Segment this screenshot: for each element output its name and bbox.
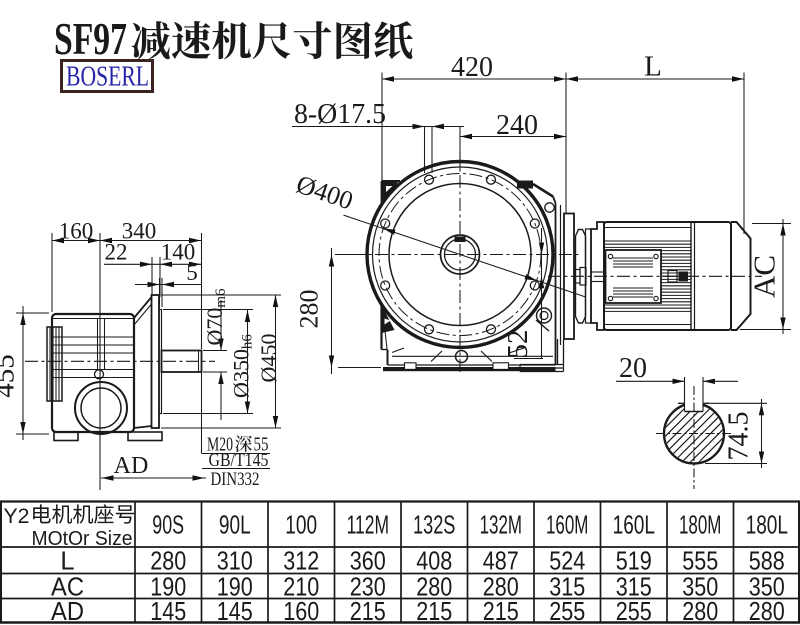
svg-text:160: 160 xyxy=(59,219,94,244)
svg-text:Ø450: Ø450 xyxy=(256,334,281,383)
svg-text:132M: 132M xyxy=(480,512,522,540)
svg-text:455: 455 xyxy=(0,354,21,398)
svg-text:420: 420 xyxy=(451,52,493,83)
svg-text:L: L xyxy=(644,51,662,83)
svg-text:8-Ø17.5: 8-Ø17.5 xyxy=(294,99,386,130)
svg-text:312: 312 xyxy=(283,548,319,576)
svg-text:Y2: Y2 xyxy=(4,504,30,528)
svg-text:20: 20 xyxy=(619,353,647,384)
svg-text:90L: 90L xyxy=(219,512,251,540)
svg-text:280: 280 xyxy=(749,598,785,625)
svg-text:280: 280 xyxy=(295,290,324,329)
svg-text:22: 22 xyxy=(105,240,128,265)
svg-text:160: 160 xyxy=(283,598,319,625)
svg-text:132S: 132S xyxy=(413,512,455,540)
svg-text:90S: 90S xyxy=(152,512,184,540)
svg-text:AC: AC xyxy=(51,574,84,602)
svg-text:350: 350 xyxy=(749,574,785,602)
svg-text:215: 215 xyxy=(416,598,452,625)
svg-text:GB/T145: GB/T145 xyxy=(209,450,269,471)
svg-text:160L: 160L xyxy=(613,512,655,540)
svg-text:588: 588 xyxy=(749,548,785,576)
svg-text:215: 215 xyxy=(350,598,386,625)
svg-text:55: 55 xyxy=(254,434,269,456)
svg-text:112M: 112M xyxy=(347,512,389,540)
svg-text:5: 5 xyxy=(186,260,198,285)
svg-text:315: 315 xyxy=(616,574,652,602)
svg-text:145: 145 xyxy=(150,598,186,625)
svg-text:524: 524 xyxy=(549,548,585,576)
svg-text:190: 190 xyxy=(217,574,253,602)
svg-text:52: 52 xyxy=(502,330,534,359)
svg-text:MOtOr Size: MOtOr Size xyxy=(32,527,133,550)
svg-text:350: 350 xyxy=(682,574,718,602)
svg-text:M20: M20 xyxy=(207,434,233,456)
svg-text:180L: 180L xyxy=(746,512,788,540)
svg-text:AD: AD xyxy=(114,453,149,479)
svg-text:190: 190 xyxy=(150,574,186,602)
svg-text:360: 360 xyxy=(350,548,386,576)
svg-text:519: 519 xyxy=(616,548,652,576)
svg-text:100: 100 xyxy=(285,512,317,540)
svg-text:555: 555 xyxy=(682,548,718,576)
svg-text:255: 255 xyxy=(616,598,652,625)
svg-text:180M: 180M xyxy=(679,512,721,540)
svg-text:140: 140 xyxy=(161,240,196,265)
svg-text:160M: 160M xyxy=(546,512,588,540)
svg-text:DIN332: DIN332 xyxy=(211,469,260,490)
svg-text:280: 280 xyxy=(416,574,452,602)
svg-text:340: 340 xyxy=(122,219,157,244)
svg-text:L: L xyxy=(60,548,74,576)
svg-text:408: 408 xyxy=(416,548,452,576)
svg-text:280: 280 xyxy=(483,574,519,602)
svg-text:210: 210 xyxy=(283,574,319,602)
svg-text:487: 487 xyxy=(483,548,519,576)
svg-text:310: 310 xyxy=(217,548,253,576)
svg-text:315: 315 xyxy=(549,574,585,602)
svg-text:BOSERL: BOSERL xyxy=(66,62,149,93)
svg-text:240: 240 xyxy=(496,110,538,141)
svg-text:280: 280 xyxy=(682,598,718,625)
svg-text:280: 280 xyxy=(150,548,186,576)
svg-text:AD: AD xyxy=(51,598,84,625)
svg-text:255: 255 xyxy=(549,598,585,625)
svg-text:230: 230 xyxy=(350,574,386,602)
svg-text:SF97: SF97 xyxy=(54,13,127,64)
svg-text:215: 215 xyxy=(483,598,519,625)
svg-text:74.5: 74.5 xyxy=(724,412,755,461)
svg-text:145: 145 xyxy=(217,598,253,625)
svg-text:AC: AC xyxy=(747,255,782,298)
